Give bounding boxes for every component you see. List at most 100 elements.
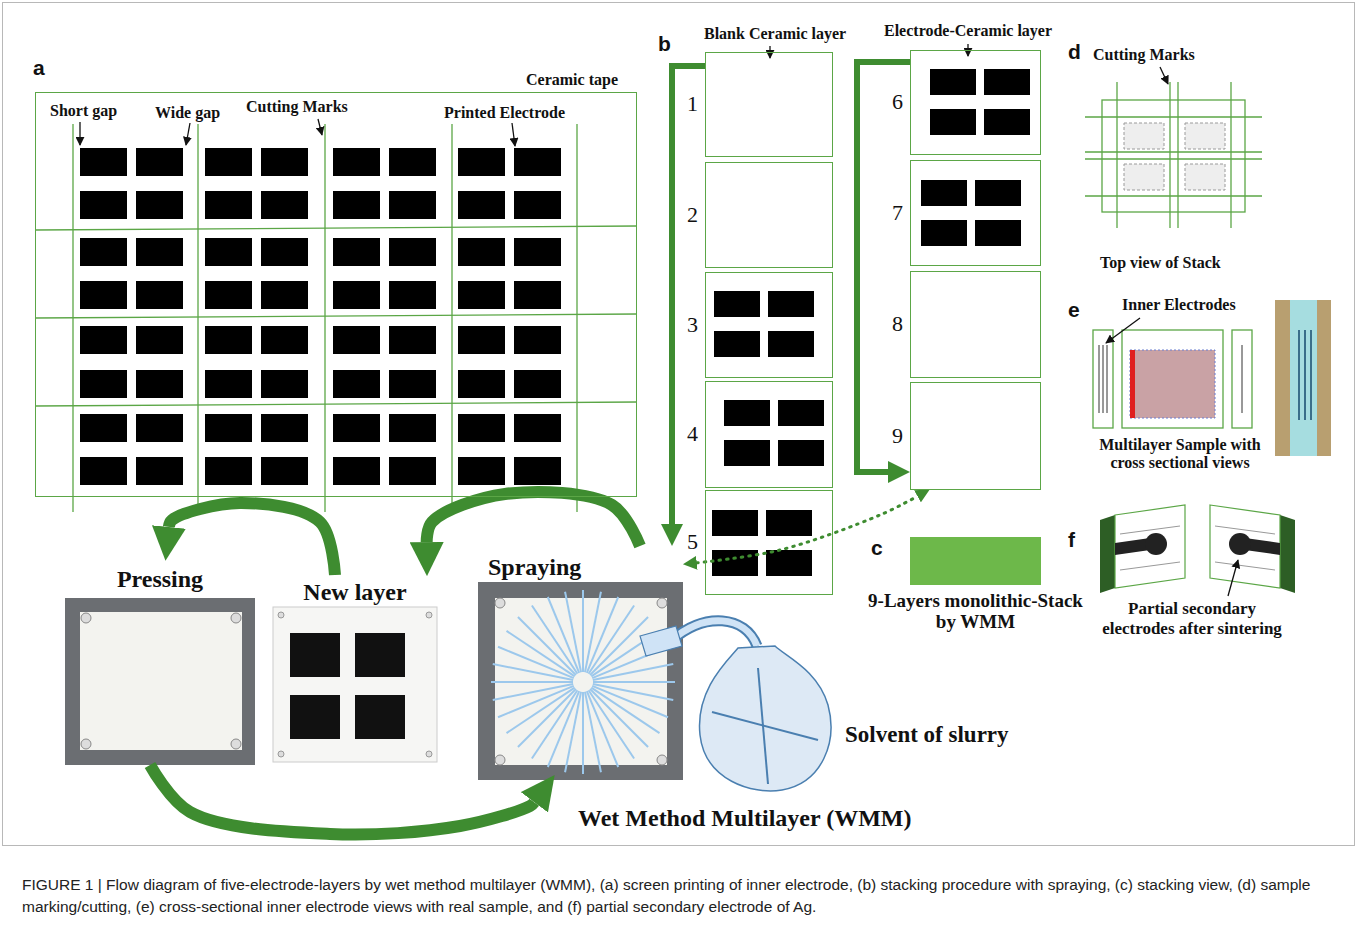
cutting-mark bbox=[1169, 82, 1170, 228]
layer-electrode bbox=[930, 109, 976, 135]
panel-e-art bbox=[1093, 300, 1331, 456]
number-holder: 3 bbox=[687, 273, 698, 377]
guide-pin bbox=[231, 613, 241, 623]
printed-electrode bbox=[514, 370, 561, 398]
cutting-mark bbox=[35, 402, 637, 406]
new-layer-photo: New layer bbox=[273, 575, 437, 762]
printed-electrode bbox=[290, 695, 340, 739]
secondary-electrode-pad bbox=[1145, 533, 1167, 555]
inner-electrode-line bbox=[1099, 345, 1100, 413]
printed-electrode bbox=[389, 281, 436, 309]
printed-electrode bbox=[514, 238, 561, 266]
solvent-bottle bbox=[699, 646, 830, 791]
printed-electrode bbox=[514, 414, 561, 442]
printed-electrode bbox=[389, 457, 436, 485]
printed-electrode bbox=[80, 238, 127, 266]
node-title: Ceramic tape bbox=[526, 71, 618, 89]
printed-electrode bbox=[389, 414, 436, 442]
printed-electrode bbox=[261, 238, 308, 266]
cutting-mark bbox=[197, 124, 198, 512]
heading-holder: New layer bbox=[273, 575, 437, 605]
inner-electrode-line bbox=[1107, 345, 1108, 413]
guide-pin bbox=[495, 598, 505, 608]
printed-electrode bbox=[458, 191, 505, 219]
heading-holder: Spraying bbox=[478, 546, 683, 580]
layer-line bbox=[1215, 526, 1275, 534]
printed-electrode bbox=[333, 238, 380, 266]
heading-holder: Pressing bbox=[65, 558, 255, 592]
printed-electrode bbox=[261, 281, 308, 309]
printed-electrode bbox=[355, 695, 405, 739]
process-loop-arrow bbox=[169, 503, 335, 575]
press-plate bbox=[65, 598, 255, 765]
printed-electrode bbox=[333, 370, 380, 398]
figure-caption: FIGURE 1 | Flow diagram of five-electrod… bbox=[22, 874, 1335, 919]
printed-electrode bbox=[333, 326, 380, 354]
photo-art bbox=[65, 582, 831, 791]
spray-ray bbox=[585, 692, 601, 772]
sample-outline bbox=[1185, 123, 1225, 149]
node-title: Pressing bbox=[65, 566, 255, 592]
printed-electrode bbox=[80, 191, 127, 219]
ceramic-layer-box: 4 bbox=[705, 381, 833, 488]
pin-hole bbox=[426, 751, 432, 757]
label-holder: Electrode-Ceramic layer bbox=[884, 22, 1052, 40]
printed-electrode bbox=[205, 191, 252, 219]
guide-pin bbox=[495, 755, 505, 765]
number-holder: 5 bbox=[687, 491, 698, 594]
cutting-mark bbox=[576, 124, 577, 512]
printed-electrode bbox=[205, 326, 252, 354]
spray-ray bbox=[565, 592, 581, 672]
label-holder: Wide gap bbox=[155, 104, 220, 122]
ceramic-layer-box: 6 bbox=[910, 50, 1041, 155]
real-sample-body bbox=[1290, 300, 1317, 456]
spray-ray bbox=[582, 692, 584, 774]
cutting-mark bbox=[1177, 82, 1178, 228]
annotation-label: Electrode-Ceramic layer bbox=[884, 22, 1052, 40]
printed-electrode bbox=[136, 191, 183, 219]
annotation-label: Printed Electrode bbox=[444, 104, 565, 122]
plate-face bbox=[1210, 505, 1280, 588]
label-holder: Partial secondary electrodes after sinte… bbox=[1092, 599, 1292, 638]
annotation-label: Multilayer Sample with cross sectional v… bbox=[1085, 436, 1275, 473]
stack-block bbox=[910, 537, 1041, 585]
dotted-link-arrow bbox=[697, 496, 918, 563]
spray-ray bbox=[491, 681, 573, 683]
printed-electrode bbox=[389, 370, 436, 398]
layer-electrode bbox=[921, 180, 967, 206]
electrode-edge bbox=[1130, 350, 1135, 418]
printed-electrode bbox=[514, 457, 561, 485]
label-holder: f bbox=[1068, 528, 1075, 552]
printed-electrode bbox=[514, 326, 561, 354]
annotation-label: Short gap bbox=[50, 102, 117, 120]
printed-electrode bbox=[458, 238, 505, 266]
cutting-mark bbox=[35, 314, 637, 318]
secondary-electrode-pad bbox=[1229, 533, 1251, 555]
label-holder: Cutting Marks bbox=[246, 98, 348, 116]
printed-electrode bbox=[136, 414, 183, 442]
printed-electrode bbox=[136, 370, 183, 398]
printed-electrode bbox=[333, 148, 380, 176]
layer-number: 9 bbox=[892, 424, 903, 448]
printed-electrode bbox=[458, 370, 505, 398]
panel-letter: f bbox=[1068, 528, 1075, 552]
label-holder: Inner Electrodes bbox=[1122, 296, 1236, 314]
printed-electrode bbox=[514, 148, 561, 176]
layer-number: 8 bbox=[892, 312, 903, 336]
process-loop-arrow bbox=[427, 492, 640, 546]
secondary-electrode bbox=[1115, 538, 1150, 555]
layer-electrode bbox=[930, 69, 976, 95]
sample-outline bbox=[1124, 123, 1164, 149]
stacking-arrow bbox=[672, 66, 705, 524]
layer-line bbox=[1215, 562, 1275, 570]
number-holder: 9 bbox=[892, 383, 903, 489]
panel-letter: c bbox=[871, 536, 883, 560]
printed-electrode bbox=[261, 370, 308, 398]
annotation-label: Wet Method Multilayer (WMM) bbox=[578, 805, 911, 833]
cutting-mark bbox=[1085, 116, 1262, 117]
label-holder: a bbox=[33, 56, 45, 80]
number-holder: 4 bbox=[687, 382, 698, 487]
annotation-label: Solvent of slurry bbox=[845, 722, 1009, 748]
panel-letter: a bbox=[33, 56, 45, 80]
